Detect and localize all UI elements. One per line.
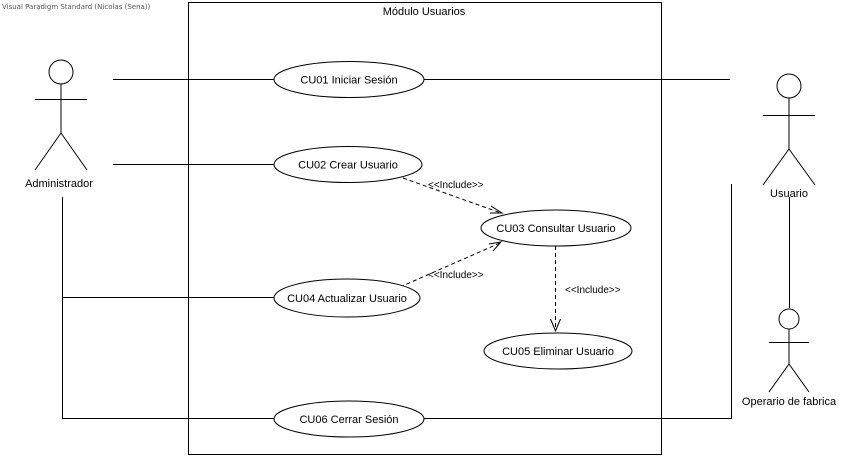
assoc-admin-cu06: [62, 197, 274, 419]
actor-operario-figure: [768, 308, 810, 393]
actor-operario[interactable]: Operario de fabrica: [742, 308, 837, 408]
use-case-cu03-ellipse: [480, 209, 632, 247]
use-case-cu02-ellipse: [273, 146, 423, 183]
use-case-cu06[interactable]: CU06 Cerrar Sesión: [273, 400, 425, 438]
use-case-cu01[interactable]: CU01 Iniciar Sesión: [273, 61, 425, 98]
include-cu04-cu03: [399, 242, 501, 288]
associations: [62, 79, 790, 419]
include-arrowhead-cu02-cu03: [490, 205, 504, 214]
use-case-cu04-label: CU04 Actualizar Usuario: [287, 293, 407, 305]
watermark-text: Visual Paradigm Standard (Nicolas (Sena)…: [2, 3, 151, 11]
use-case-cu01-label: CU01 Iniciar Sesión: [300, 75, 397, 87]
system-boundary-frame: [188, 2, 662, 455]
actor-usuario-label: Usuario: [770, 188, 808, 200]
actor-administrador-figure: [34, 59, 88, 171]
include-arrowhead-cu03-cu05: [550, 318, 561, 333]
use-case-cu06-label: CU06 Cerrar Sesión: [299, 414, 398, 426]
include-label-cu02-cu03: <<Include>>: [428, 180, 484, 191]
use-case-cu01-ellipse: [273, 61, 425, 98]
include-arrowhead-cu04-cu03: [488, 241, 503, 252]
use-case-cu02-label: CU02 Crear Usuario: [298, 160, 398, 172]
system-boundary-title: Módulo Usuarios: [383, 6, 466, 18]
assoc-usuario-cu06: [424, 184, 732, 419]
include-dependencies: <<Include>> <<Include>> <<Include>>: [399, 177, 621, 333]
use-case-cu05[interactable]: CU05 Eliminar Usuario: [483, 332, 633, 370]
include-label-cu04-cu03: <<Include>>: [428, 270, 484, 281]
use-case-cu03[interactable]: CU03 Consultar Usuario: [480, 209, 632, 247]
use-case-cu05-label: CU05 Eliminar Usuario: [502, 346, 614, 358]
use-case-cu04-ellipse: [273, 278, 421, 318]
use-case-cu05-ellipse: [483, 332, 633, 370]
actor-usuario[interactable]: Usuario: [762, 73, 816, 200]
actor-administrador[interactable]: Administrador: [25, 59, 93, 190]
use-case-cu06-ellipse: [273, 400, 425, 438]
use-case-cu03-label: CU03 Consultar Usuario: [496, 223, 615, 235]
include-label-cu03-cu05: <<Include>>: [565, 285, 621, 296]
actor-administrador-label: Administrador: [25, 178, 93, 190]
actor-usuario-figure: [762, 73, 816, 186]
system-boundary[interactable]: Módulo Usuarios: [188, 2, 662, 455]
include-cu02-cu03: [402, 177, 502, 214]
use-case-cu04[interactable]: CU04 Actualizar Usuario: [273, 278, 421, 318]
actor-operario-label: Operario de fabrica: [742, 396, 837, 408]
use-case-cu02[interactable]: CU02 Crear Usuario: [273, 146, 423, 183]
